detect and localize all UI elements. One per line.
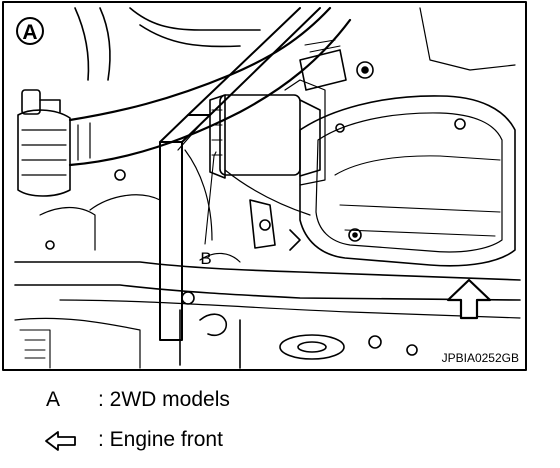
top-pipes (74, 7, 516, 91)
legend-key-a: A (46, 388, 61, 411)
drive-shaft-boot (17, 89, 71, 197)
panel-label: A (22, 21, 37, 44)
engine-front-arrow-icon (446, 278, 492, 320)
legend-row-2wd: A : 2WD models (0, 388, 560, 428)
panel-label-circle (16, 17, 44, 45)
bracket-details (39, 169, 301, 263)
legend-text-2wd: : 2WD models (98, 388, 230, 411)
engine-front-arrow-icon (45, 431, 76, 451)
image-code: JPBIA0252GB (442, 351, 519, 365)
legend-text-engine-front: : Engine front (98, 428, 223, 451)
diagram-frame (2, 1, 527, 371)
legend-row-engine-front: : Engine front (0, 428, 560, 468)
callout-b-leader (204, 151, 217, 245)
exhaust-flange (209, 79, 326, 216)
oil-pan (299, 95, 516, 267)
callout-label-b: B (200, 249, 211, 268)
front-crossmember (14, 261, 521, 369)
tool-bar (159, 7, 321, 341)
